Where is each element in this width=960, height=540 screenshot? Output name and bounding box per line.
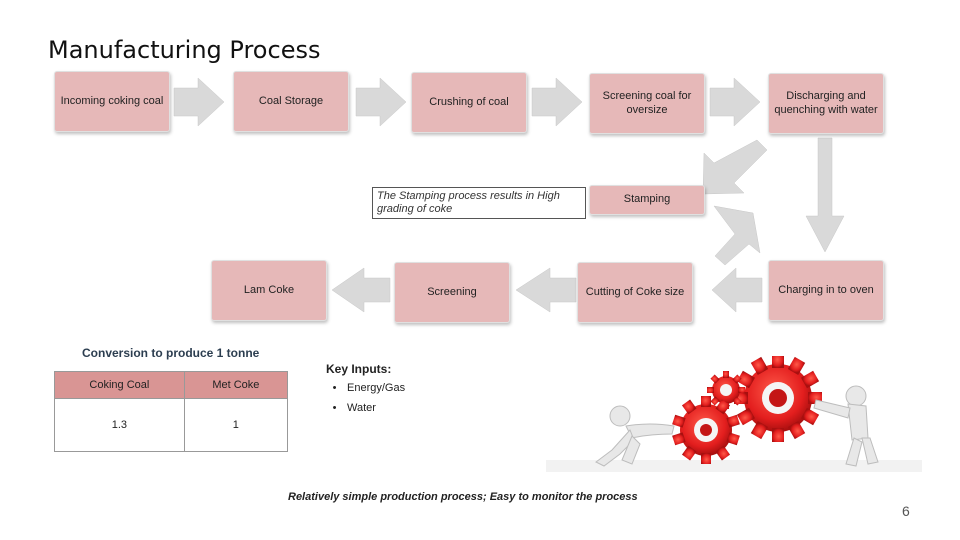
arrow-cutting-to-screening: [515, 267, 577, 313]
arrow-incoming-to-storage: [173, 77, 225, 127]
header-met-coke: Met Coke: [183, 371, 289, 399]
conversion-title: Conversion to produce 1 tonne: [82, 346, 260, 360]
gears-illustration: [546, 356, 922, 472]
arrow-discharging-to-stamping: [702, 139, 768, 195]
bullet: •: [332, 402, 337, 414]
list-item: • Water: [322, 402, 405, 422]
cell-coking-coal-value: 1.3: [54, 398, 185, 452]
arrow-discharging-to-charging: [805, 137, 845, 253]
arrow-crushing-to-screening-oversize: [531, 77, 583, 127]
person-right-icon: [813, 385, 879, 467]
gear-large-icon: [734, 356, 822, 442]
page-number: 6: [902, 503, 910, 519]
arrow-stamping-to-charging: [713, 205, 761, 266]
arrow-storage-to-crushing: [355, 77, 407, 127]
step-discharging-quenching: Discharging and quenching with water: [768, 73, 884, 134]
table-header-row: Coking Coal Met Coke: [54, 371, 289, 399]
conversion-table: Coking Coal Met Coke 1.3 1: [54, 371, 289, 452]
step-stamping: Stamping: [589, 185, 705, 215]
step-cutting-coke-size: Cutting of Coke size: [577, 262, 693, 323]
arrow-screening-oversize-to-discharging: [709, 77, 761, 127]
key-input-energy-gas: Energy/Gas: [347, 382, 406, 394]
step-screening: Screening: [394, 262, 510, 323]
key-inputs-list: • Energy/Gas • Water: [322, 382, 406, 422]
step-coal-storage: Coal Storage: [233, 71, 349, 132]
person-left-icon: [595, 405, 675, 467]
step-crushing-of-coal: Crushing of coal: [411, 72, 527, 133]
arrow-charging-to-cutting: [711, 267, 763, 313]
key-input-water: Water: [347, 402, 376, 414]
step-lam-coke: Lam Coke: [211, 260, 327, 321]
bullet: •: [332, 382, 337, 394]
gear-medium-icon: [672, 396, 740, 464]
page-title: Manufacturing Process: [48, 36, 321, 64]
footer-caption: Relatively simple production process; Ea…: [288, 491, 638, 503]
arrow-screening-to-lam-coke: [331, 267, 391, 313]
list-item: • Energy/Gas: [322, 382, 406, 402]
step-screening-oversize: Screening coal for oversize: [589, 73, 705, 134]
gear-small-top-icon: [707, 371, 745, 409]
floor-shadow: [546, 460, 922, 472]
step-charging-in-to-oven: Charging in to oven: [768, 260, 884, 321]
stamping-note: The Stamping process results in High gra…: [372, 187, 586, 219]
step-incoming-coking-coal: Incoming coking coal: [54, 71, 170, 132]
key-inputs-title: Key Inputs:: [326, 362, 392, 376]
header-coking-coal: Coking Coal: [54, 371, 185, 399]
table-row: 1.3 1: [54, 398, 289, 452]
cell-met-coke-value: 1: [183, 398, 289, 452]
